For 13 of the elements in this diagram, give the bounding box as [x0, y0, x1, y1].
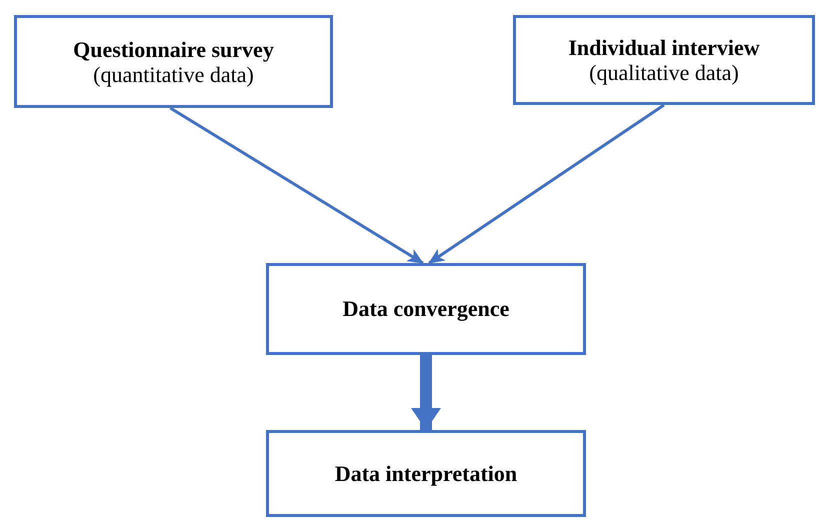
process-box: [14, 15, 333, 108]
process-box: [266, 430, 586, 517]
arrow: [428, 104, 665, 264]
process-box: [513, 15, 815, 105]
arrow: [411, 355, 441, 430]
process-box: [266, 263, 586, 355]
box-title: Data convergence: [342, 296, 510, 322]
box-title: Data interpretation: [334, 460, 518, 486]
arrow: [170, 106, 424, 264]
box-title: Questionnaire survey: [73, 36, 274, 62]
box-title: Individual interview: [568, 35, 760, 61]
box-subtitle: (qualitative data): [589, 61, 739, 85]
box-subtitle: (quantitative data): [93, 62, 254, 86]
